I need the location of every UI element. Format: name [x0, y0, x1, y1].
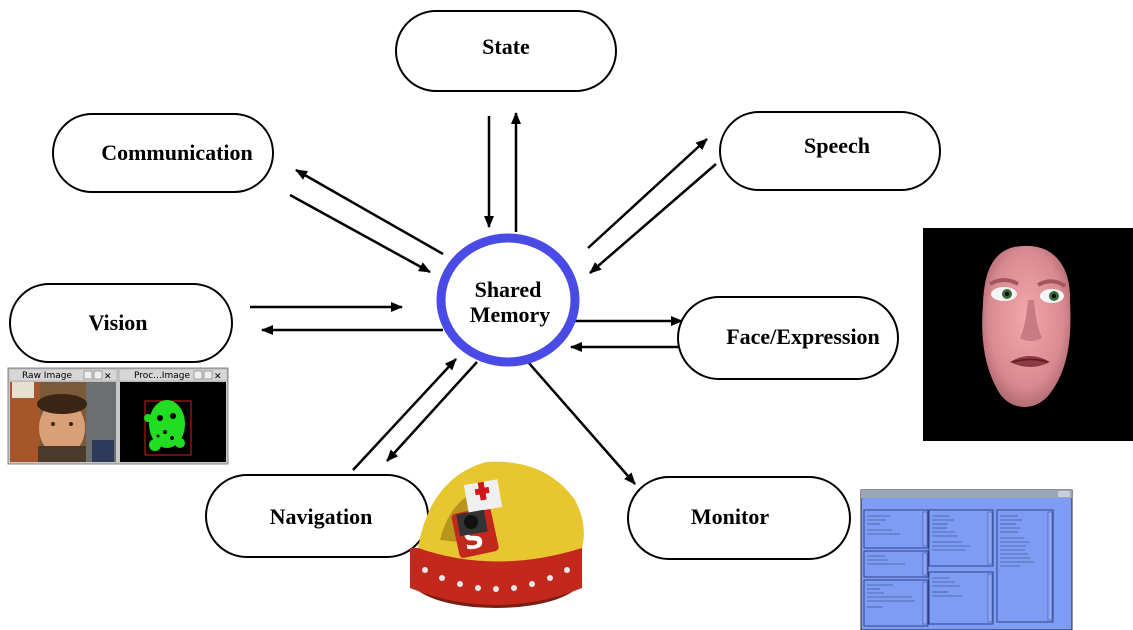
arrows — [250, 112, 717, 485]
node-state-shape — [395, 10, 617, 92]
person-face — [39, 400, 85, 456]
node-vision: Vision — [9, 283, 233, 363]
node-monitor: Monitor — [627, 476, 851, 560]
window-minimize-icon — [193, 370, 203, 380]
processed-image-title: Proc...Image — [134, 371, 190, 381]
shared-memory-node: Shared Memory — [436, 233, 580, 367]
node-communication-label: Communication — [101, 140, 253, 165]
raw-image-title: Raw Image — [22, 371, 72, 381]
processed-image-window: Proc...Image ✕ — [118, 368, 228, 462]
node-face-expression: Face/Expression — [677, 296, 899, 380]
arrow-memory-to-navigation — [386, 361, 478, 462]
window-maximize-icon — [93, 370, 103, 380]
node-communication: Communication — [52, 113, 274, 193]
arrow-speech-to-memory — [589, 163, 717, 274]
raw-image-window: Raw Image ✕ — [8, 368, 118, 462]
arrow-communication-to-memory — [289, 193, 431, 274]
node-vision-label: Vision — [88, 310, 147, 335]
node-navigation-label: Navigation — [270, 504, 373, 529]
window-minimize-icon — [83, 370, 93, 380]
robot-photo: S — [410, 461, 584, 608]
monitor-gui-screenshot — [860, 489, 1073, 630]
arrow-memory-to-speech — [587, 138, 708, 249]
node-monitor-label: Monitor — [691, 504, 769, 529]
node-state: State — [395, 10, 617, 92]
arrow-navigation-to-memory — [352, 358, 457, 471]
window-maximize-icon — [203, 370, 213, 380]
node-speech: Speech — [719, 111, 941, 191]
node-face-label: Face/Expression — [726, 324, 880, 349]
node-communication-shape — [52, 113, 274, 193]
node-vision-shape — [9, 283, 233, 363]
window-close-icon: ✕ — [214, 372, 222, 382]
arrow-memory-to-communication — [295, 168, 444, 256]
window-close-icon: ✕ — [104, 372, 112, 382]
shared-memory-label-line1: Shared — [475, 277, 542, 302]
face-render — [923, 228, 1133, 441]
node-state-label: State — [482, 34, 530, 59]
arrow-memory-to-monitor — [527, 361, 636, 485]
vision-screenshot: Raw Image ✕ Proc...Image ✕ — [7, 367, 229, 465]
node-face-shape — [677, 296, 899, 380]
node-speech-label: Speech — [804, 133, 870, 158]
shared-memory-ring — [436, 233, 580, 367]
node-monitor-shape — [627, 476, 851, 560]
node-navigation: Navigation — [205, 474, 429, 558]
node-speech-shape — [719, 111, 941, 191]
shared-memory-label-line2: Memory — [470, 302, 551, 327]
